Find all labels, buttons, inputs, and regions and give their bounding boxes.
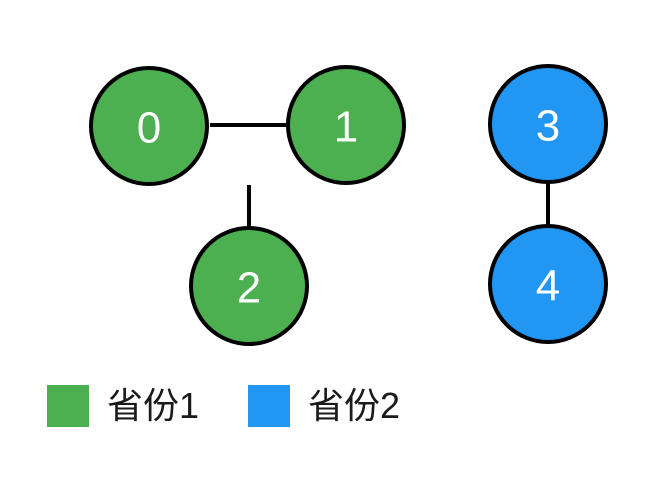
node-3 (488, 64, 608, 184)
node-label-0: 0 (137, 104, 161, 153)
node-label-4: 4 (536, 262, 560, 311)
legend-label-province2: 省份2 (308, 385, 401, 426)
legend-swatch-province1 (47, 385, 89, 427)
legend-label-province1: 省份1 (107, 385, 200, 426)
node-label-3: 3 (536, 102, 560, 151)
node-2 (189, 226, 309, 346)
legend-item-province1: 省份1 (47, 385, 199, 427)
node-0 (89, 66, 209, 186)
node-label-1: 1 (334, 103, 358, 152)
legend-swatch-province2 (248, 385, 290, 427)
node-label-2: 2 (237, 264, 261, 313)
node-1 (286, 65, 406, 185)
legend-item-province2: 省份2 (248, 385, 400, 427)
legend: 省份1 省份2 (0, 385, 666, 429)
node-4 (488, 224, 608, 344)
